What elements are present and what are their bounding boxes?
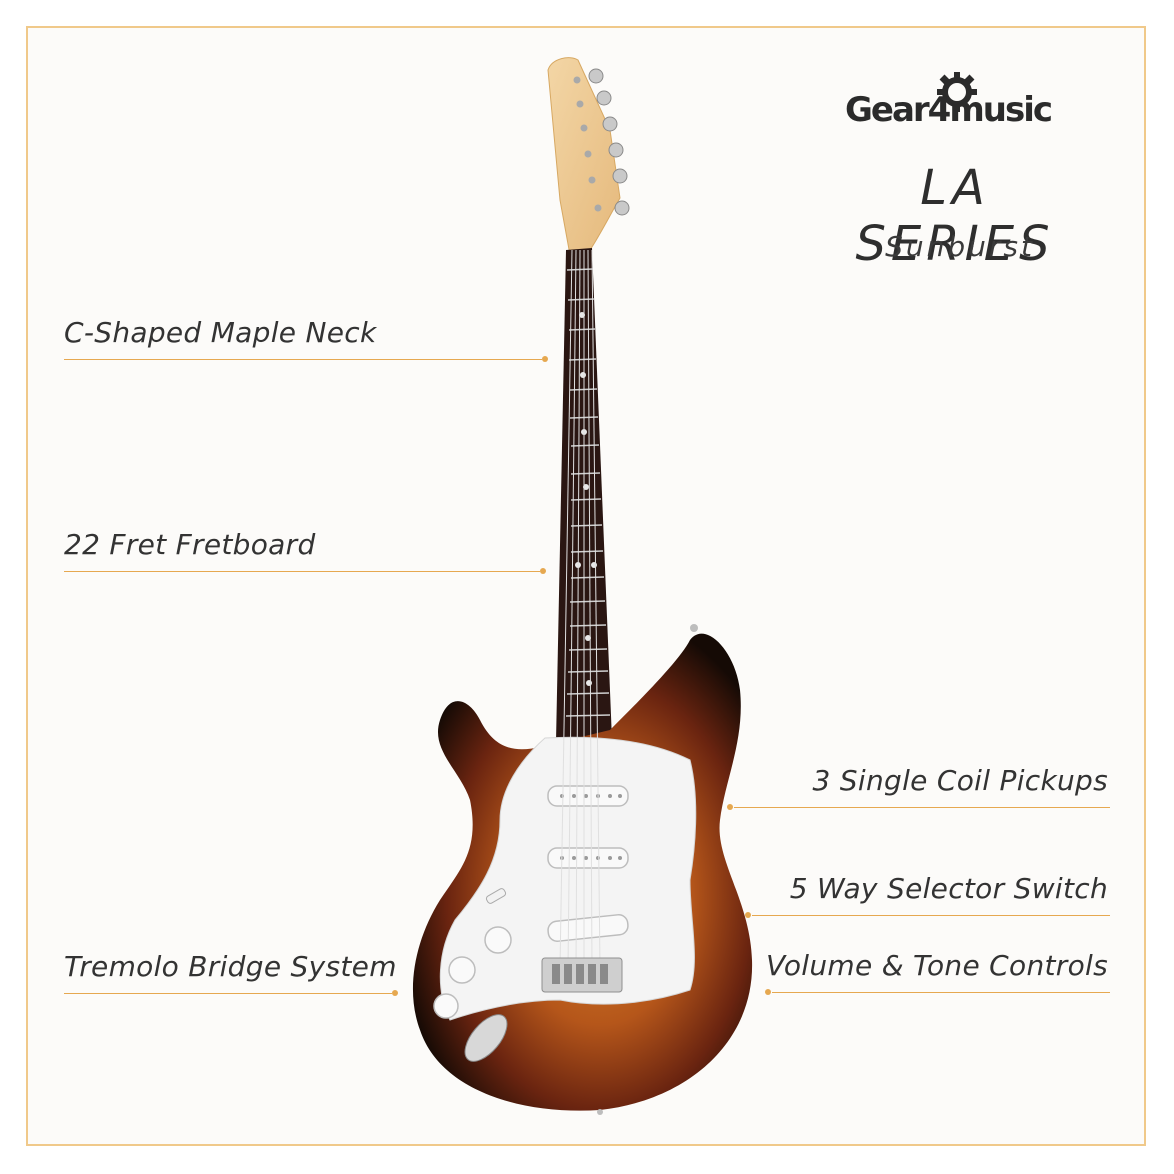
feature-bridge-dot — [392, 990, 398, 996]
series-title: LA SERIES — [855, 160, 1055, 272]
feature-switch-label: 5 Way Selector Switch — [789, 872, 1108, 905]
feature-switch-line — [752, 915, 1110, 916]
brand-name: Gear4music — [845, 90, 1053, 130]
guitar-body — [412, 249, 753, 1115]
selector-switch — [485, 888, 507, 904]
feature-neck-label: C-Shaped Maple Neck — [64, 316, 377, 349]
feature-bridge-label: Tremolo Bridge System — [64, 950, 397, 983]
feature-controls-label: Volume & Tone Controls — [766, 949, 1108, 982]
feature-fretboard-line — [64, 571, 540, 572]
tuning-pegs — [588, 68, 630, 216]
feature-pickups-line — [734, 807, 1110, 808]
feature-pickups-dot — [727, 804, 733, 810]
output-jack — [464, 1014, 508, 1062]
headstock — [547, 57, 630, 256]
feature-controls-dot — [765, 989, 771, 995]
feature-neck-dot — [542, 356, 548, 362]
feature-fretboard-label: 22 Fret Fretboard — [64, 528, 316, 561]
feature-fretboard-dot — [540, 568, 546, 574]
control-knobs — [433, 926, 512, 1019]
feature-switch-dot — [745, 912, 751, 918]
gear-icon — [937, 72, 977, 112]
brand-logo: Gear4music — [845, 72, 1085, 146]
finish-label: Sunburst — [885, 230, 1035, 263]
feature-pickups-label: 3 Single Coil Pickups — [812, 764, 1108, 797]
feature-bridge-line — [64, 993, 392, 994]
feature-controls-line — [772, 992, 1110, 993]
feature-neck-line — [64, 359, 542, 360]
